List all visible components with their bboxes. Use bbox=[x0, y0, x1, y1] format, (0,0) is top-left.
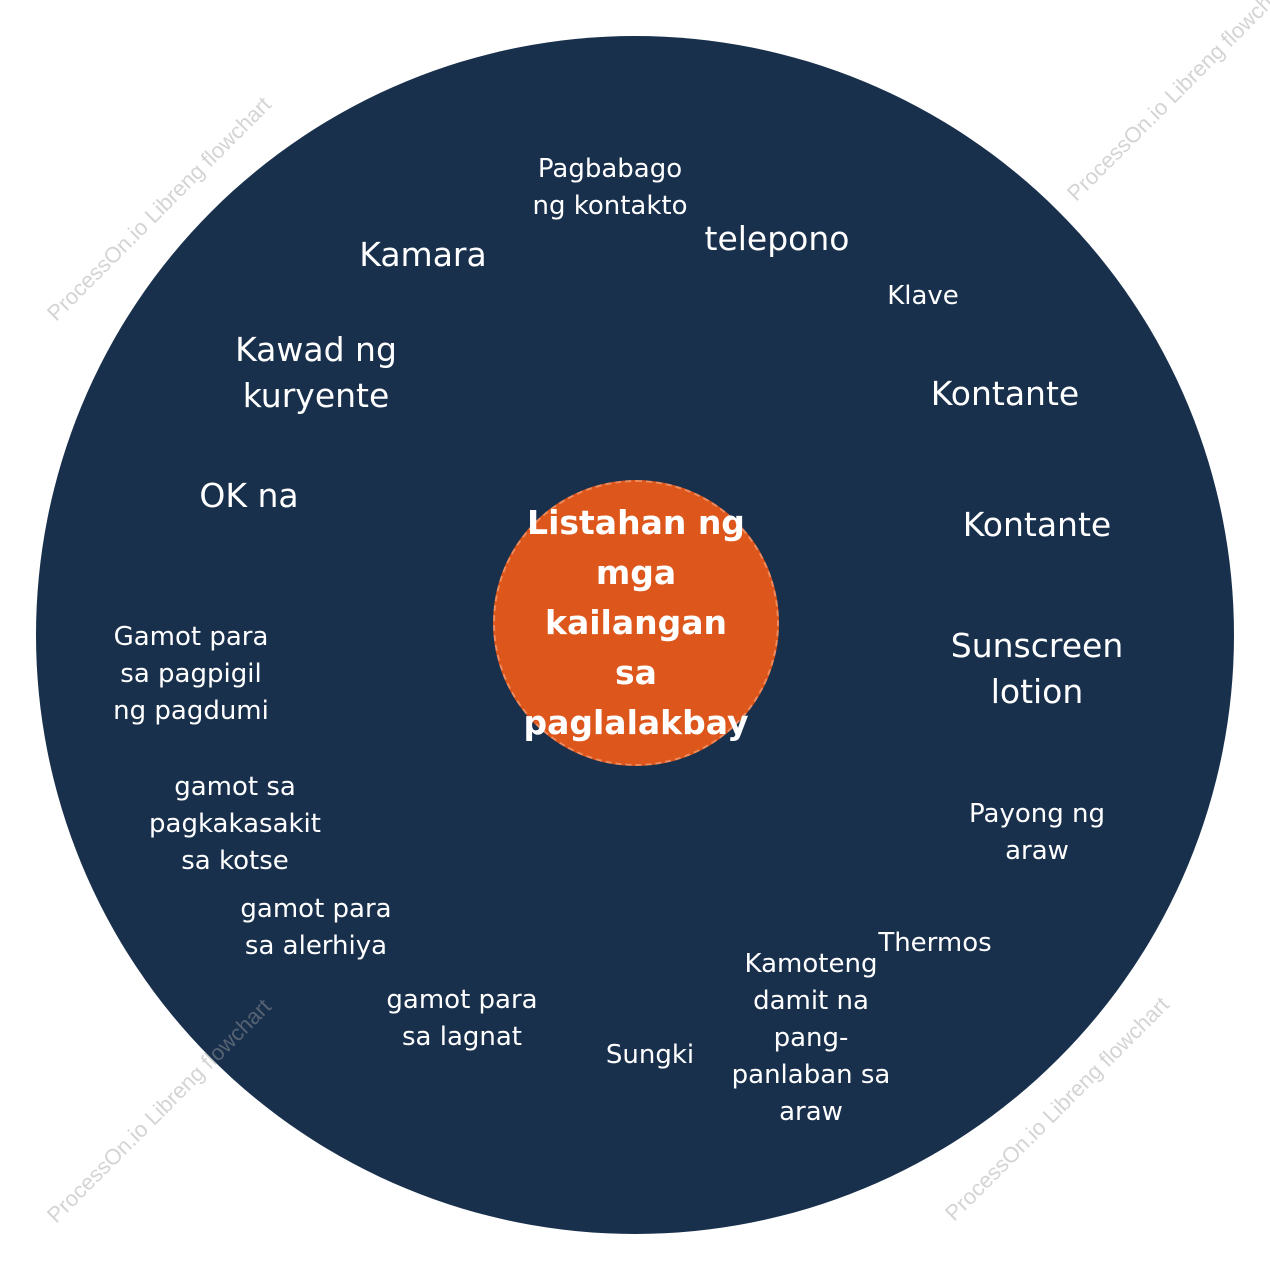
watermark-top-right: ProcessOn.io Libreng flowchart bbox=[1062, 0, 1270, 206]
item-telepono[interactable]: telepono bbox=[704, 219, 850, 258]
item-gamot-alerhiya[interactable]: gamot para sa alerhiya bbox=[240, 894, 392, 961]
item-sungki[interactable]: Sungki bbox=[605, 1040, 695, 1070]
item-pagbabago-ng-kontakto[interactable]: Pagbabago ng kontakto bbox=[532, 154, 688, 221]
item-ok-na[interactable]: OK na bbox=[199, 476, 299, 515]
item-sunscreen-lotion[interactable]: Sunscreen lotion bbox=[950, 626, 1124, 711]
item-kontante-1[interactable]: Kontante bbox=[930, 374, 1080, 413]
item-kamara[interactable]: Kamara bbox=[359, 235, 487, 274]
item-klave[interactable]: Klave bbox=[887, 281, 959, 311]
item-payong-ng-araw[interactable]: Payong ng araw bbox=[969, 799, 1105, 866]
item-gamot-kotse[interactable]: gamot sa pagkakasakit sa kotse bbox=[149, 772, 321, 876]
center-label: Listahan ng mga kailangan sa paglalakbay bbox=[523, 503, 749, 742]
center-node[interactable] bbox=[493, 480, 779, 766]
item-kawad-ng-kuryente[interactable]: Kawad ng kuryente bbox=[235, 330, 397, 415]
item-kontante-2[interactable]: Kontante bbox=[962, 505, 1112, 544]
item-kamoteng-damit[interactable]: Kamoteng damit na pang- panlaban sa araw bbox=[731, 949, 891, 1127]
watermark-bottom-left: ProcessOn.io Libreng flowchart bbox=[42, 993, 276, 1228]
item-gamot-lagnat[interactable]: gamot para sa lagnat bbox=[386, 985, 538, 1052]
item-thermos[interactable]: Thermos bbox=[878, 928, 992, 958]
item-gamot-pagdumi[interactable]: Gamot para sa pagpigil ng pagdumi bbox=[113, 622, 269, 726]
